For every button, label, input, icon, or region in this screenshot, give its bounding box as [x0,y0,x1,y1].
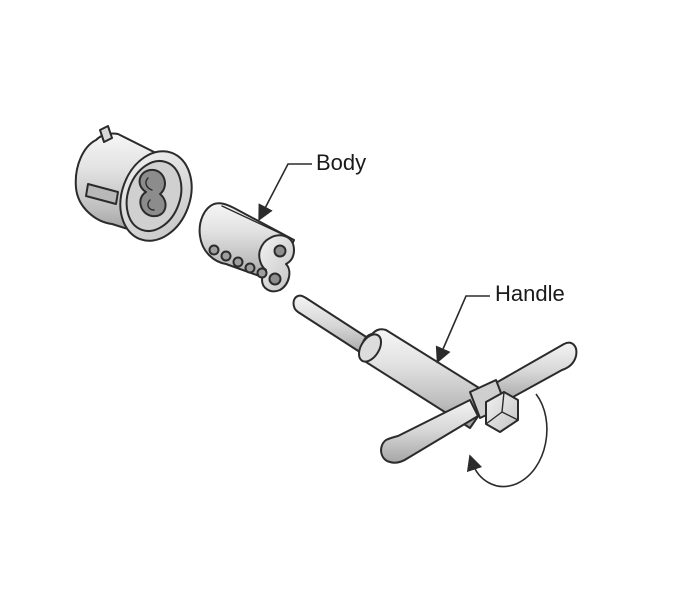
cylinder-core-body [198,202,295,293]
handle-tool [292,294,578,464]
body-label: Body [316,150,366,175]
handle-leader-line [435,295,490,364]
body-callout: Body [258,150,366,222]
handle-label: Handle [495,281,565,306]
lock-housing [74,125,193,242]
handle-callout: Handle [435,281,565,364]
rotation-arrow-icon [466,393,548,488]
body-leader-line [258,163,312,222]
